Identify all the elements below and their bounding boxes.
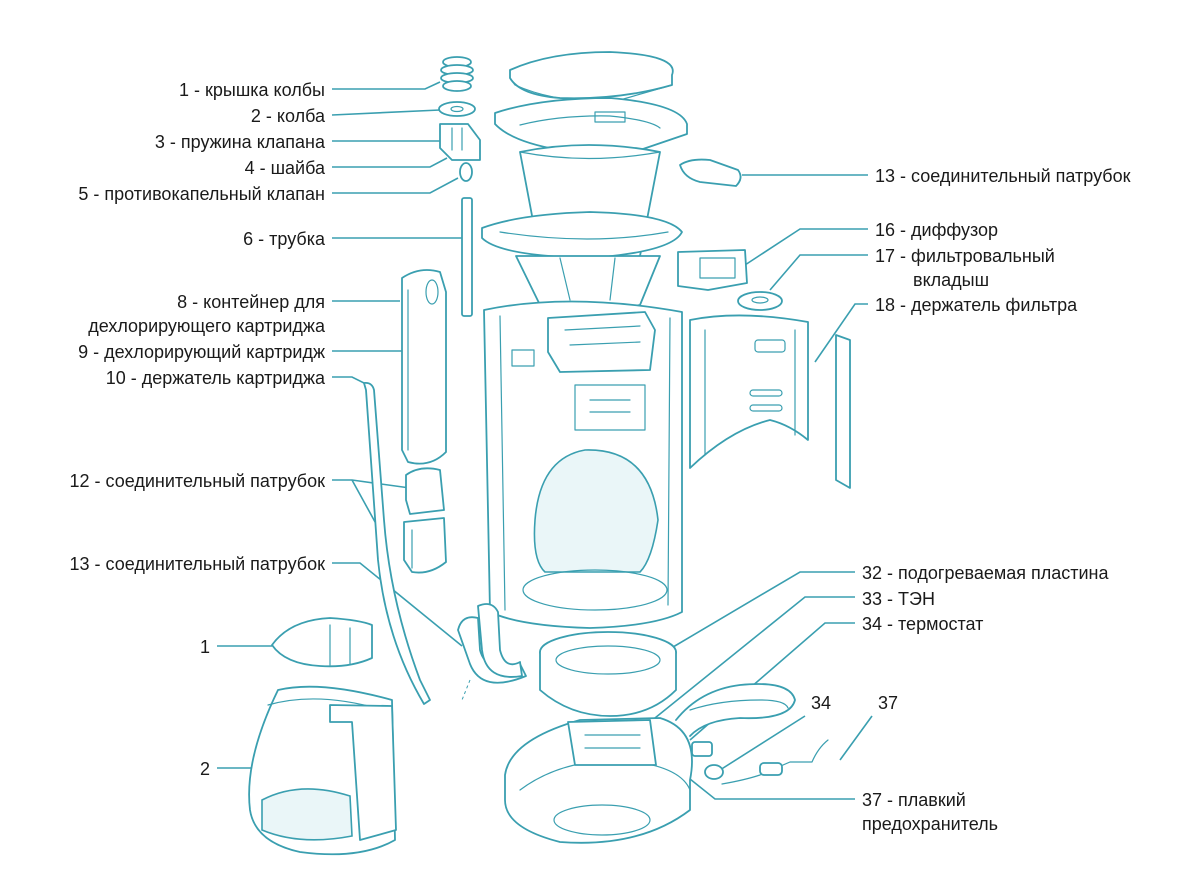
label-num-37: 37 bbox=[878, 693, 898, 713]
leader-13-left bbox=[332, 562, 463, 647]
label-34: 34 - термостат bbox=[862, 614, 983, 634]
label-13-right: 13 - соединительный патрубок bbox=[875, 166, 1131, 186]
label-1: 1 - крышка колбы bbox=[179, 80, 325, 100]
carafe bbox=[248, 617, 397, 856]
leader-34-b bbox=[719, 715, 806, 771]
base bbox=[504, 717, 693, 844]
label-4: 4 - шайба bbox=[245, 158, 326, 178]
labels-right: 13 - соединительный патрубок 16 - диффуз… bbox=[811, 166, 1131, 834]
label-6: 6 - трубка bbox=[243, 229, 326, 249]
label-12: 12 - соединительный патрубок bbox=[70, 471, 326, 491]
leader-12a bbox=[332, 479, 411, 489]
leader-2 bbox=[331, 109, 441, 116]
right-parts bbox=[677, 158, 851, 489]
leader-37-a bbox=[839, 715, 873, 761]
main-housing bbox=[483, 300, 683, 629]
label-16: 16 - диффузор bbox=[875, 220, 998, 240]
label-2: 2 - колба bbox=[251, 106, 326, 126]
label-9: 9 - дехлорирующий картридж bbox=[78, 342, 325, 362]
top-lid bbox=[494, 51, 688, 151]
label-37-line1: 37 - плавкий bbox=[862, 790, 966, 810]
valve-assembly bbox=[438, 56, 481, 317]
leader-16 bbox=[744, 228, 868, 266]
label-37-line2: предохранитель bbox=[862, 814, 998, 834]
leader-37-b bbox=[684, 774, 855, 800]
hot-plate bbox=[539, 631, 677, 717]
leader-17 bbox=[769, 254, 868, 291]
label-18: 18 - держатель фильтра bbox=[875, 295, 1078, 315]
label-17-line2: вкладыш bbox=[913, 270, 989, 290]
label-13-left: 13 - соединительный патрубок bbox=[70, 554, 326, 574]
leader-1 bbox=[332, 81, 441, 90]
leader-18 bbox=[814, 303, 868, 363]
label-8-line2: дехлорирующего картриджа bbox=[88, 316, 326, 336]
label-num-1: 1 bbox=[200, 637, 210, 657]
label-3: 3 - пружина клапана bbox=[155, 132, 326, 152]
leader-4 bbox=[332, 157, 448, 168]
label-32: 32 - подогреваемая пластина bbox=[862, 563, 1109, 583]
leader-5 bbox=[332, 177, 459, 194]
label-5: 5 - противокапельный клапан bbox=[78, 184, 325, 204]
leader-32 bbox=[667, 571, 855, 651]
leader-10 bbox=[332, 376, 369, 386]
heating-parts bbox=[675, 683, 829, 785]
labels-left: 1 - крышка колбы 2 - колба 3 - пружина к… bbox=[70, 80, 326, 779]
label-33: 33 - ТЭН bbox=[862, 589, 935, 609]
label-num-34: 34 bbox=[811, 693, 831, 713]
label-10: 10 - держатель картриджа bbox=[106, 368, 326, 388]
label-8-line1: 8 - контейнер для bbox=[177, 292, 325, 312]
label-17-line1: 17 - фильтровальный bbox=[875, 246, 1055, 266]
cartridge-parts bbox=[363, 269, 527, 705]
filter-assembly bbox=[481, 144, 683, 310]
label-num-2: 2 bbox=[200, 759, 210, 779]
leader-33 bbox=[649, 596, 855, 723]
